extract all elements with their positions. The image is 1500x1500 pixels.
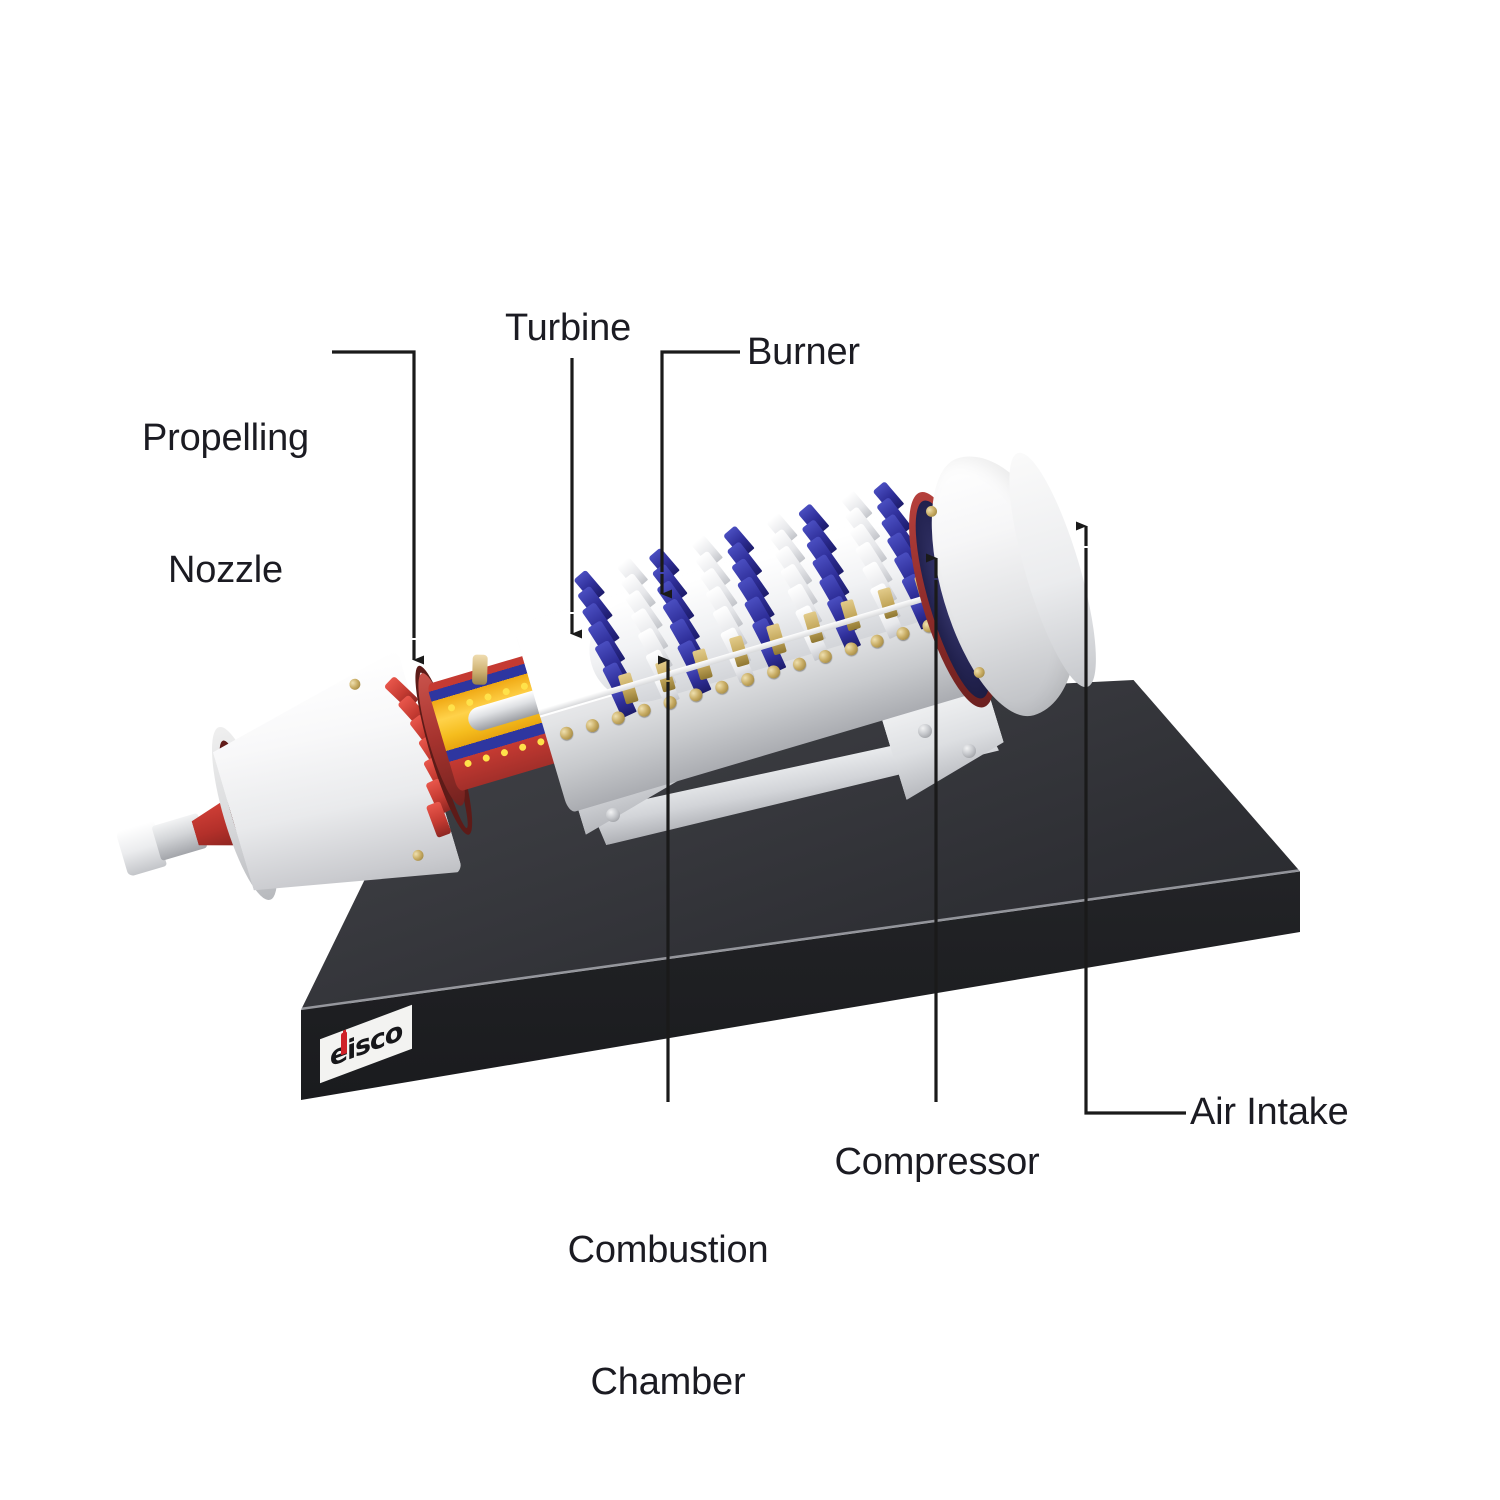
fuel-port (463, 759, 473, 768)
flask-icon (341, 1031, 347, 1056)
fuel-port (447, 703, 456, 713)
burner-nozzle (471, 654, 488, 685)
bracket-bolt (962, 744, 976, 758)
fuel-port (536, 737, 546, 747)
fuel-port (518, 742, 528, 752)
casing-screw (894, 625, 912, 642)
bracket-bolt (918, 724, 932, 738)
casing-screw (661, 694, 679, 711)
casing-screw (817, 648, 834, 665)
casing-screw (713, 679, 730, 696)
casing-screw (687, 686, 705, 703)
label-burner: Burner (747, 331, 860, 373)
label-compressor: Compressor (834, 1141, 1040, 1183)
casing-screw (610, 709, 627, 726)
label-combustion-chamber-line1: Combustion (567, 1229, 769, 1271)
label-combustion-chamber: Combustion Chamber (548, 1140, 788, 1492)
fuel-port (520, 681, 529, 691)
casing-screw (843, 640, 860, 657)
casing-screw (739, 671, 756, 688)
label-propelling-nozzle-line2: Nozzle (168, 549, 283, 591)
fuel-port (501, 687, 511, 696)
label-turbine: Turbine (505, 307, 632, 349)
label-combustion-chamber-line2: Chamber (590, 1361, 746, 1403)
label-propelling-nozzle-line1: Propelling (142, 417, 309, 459)
casing-screw (584, 717, 601, 734)
casing-screw (558, 725, 575, 742)
casing-screw (765, 663, 782, 680)
label-air-intake: Air Intake (1190, 1091, 1349, 1133)
fuel-port (465, 698, 475, 707)
label-propelling-nozzle: Propelling Nozzle (118, 328, 333, 680)
casing-screw (869, 633, 886, 650)
fuel-port (481, 753, 491, 763)
bracket-bolt (606, 808, 620, 822)
fuel-port (483, 692, 493, 702)
casing-screw (636, 702, 653, 719)
casing-screw (791, 656, 808, 673)
fuel-port (500, 748, 509, 757)
